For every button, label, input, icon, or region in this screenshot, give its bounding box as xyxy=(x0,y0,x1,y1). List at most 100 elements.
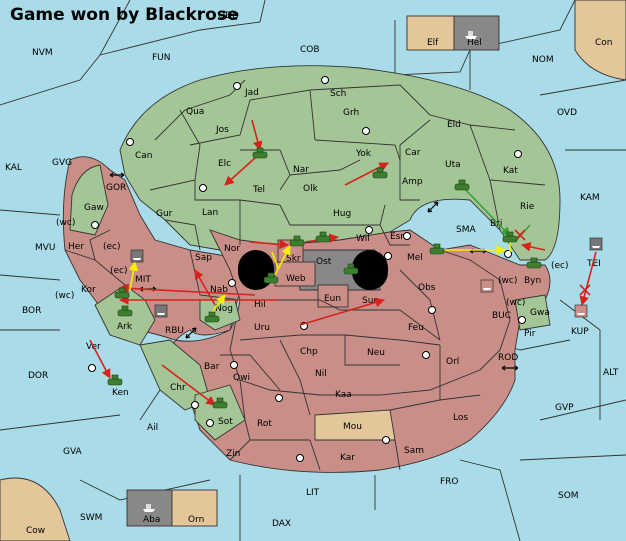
canal-markers xyxy=(109,172,519,371)
label-orl: Orl xyxy=(446,357,459,367)
label-kar: Kar xyxy=(340,453,355,463)
label-elf: Elf xyxy=(427,38,439,48)
supply-center-icon xyxy=(126,138,134,146)
territory-hel[interactable] xyxy=(453,15,500,51)
sea-label-dor: DOR xyxy=(28,371,48,381)
label-gaw: Gaw xyxy=(84,203,104,213)
sea-label-kam: KAM xyxy=(580,193,600,203)
label-jos: Jos xyxy=(215,125,229,135)
supply-center-icon xyxy=(233,82,241,90)
supply-center-icon xyxy=(199,184,207,192)
label-ec-1: (ec) xyxy=(103,242,121,252)
supply-center-icon xyxy=(206,419,214,427)
army-unit-icon[interactable] xyxy=(212,397,228,409)
army-unit-icon[interactable] xyxy=(343,263,359,275)
army-unit-icon[interactable] xyxy=(117,305,133,317)
army-unit-icon[interactable] xyxy=(289,235,305,247)
supply-center-icon xyxy=(428,306,436,314)
fleet-unit-icon[interactable] xyxy=(130,249,144,263)
army-unit-icon[interactable] xyxy=(252,147,269,159)
label-ec-2: (ec) xyxy=(110,266,128,276)
move-order xyxy=(89,339,111,379)
land-label-group: Elf Hel Con Cow Aba Orn Jad Sch Qua Jos … xyxy=(26,38,613,536)
sea-label-ovd: OVD xyxy=(557,108,577,118)
label-elc: Elc xyxy=(218,159,231,169)
label-grh: Grh xyxy=(343,108,359,118)
label-kat: Kat xyxy=(503,166,518,176)
fleet-unit-icon[interactable] xyxy=(589,237,603,251)
supply-center-icon xyxy=(422,351,430,359)
sea-label-som: SOM xyxy=(558,491,579,501)
move-order xyxy=(344,162,389,186)
army-unit-icon[interactable] xyxy=(502,231,518,243)
fleet-unit-icon[interactable] xyxy=(143,504,155,512)
move-order xyxy=(224,157,256,186)
support-order xyxy=(128,261,139,291)
move-order xyxy=(521,242,546,252)
label-lan: Lan xyxy=(202,208,218,218)
sea-label-gor: GOR xyxy=(106,183,126,193)
support-order xyxy=(271,251,279,269)
label-nar: Nar xyxy=(293,165,309,175)
army-unit-icon[interactable] xyxy=(107,374,123,386)
territory-aba[interactable] xyxy=(126,489,173,527)
support-order xyxy=(209,294,226,316)
supply-center-icon xyxy=(228,279,236,287)
move-order xyxy=(251,119,263,151)
label-feu: Feu xyxy=(408,323,424,333)
label-qwi: Qwi xyxy=(233,373,250,383)
game-title: Game won by Blackrose xyxy=(10,5,239,25)
move-order xyxy=(579,251,597,306)
sea-label-gva: GVA xyxy=(63,447,83,457)
label-hil: Hil xyxy=(254,300,266,310)
label-ken: Ken xyxy=(112,388,129,398)
territory-elf[interactable] xyxy=(406,15,455,51)
label-sun: Sun xyxy=(362,296,379,306)
label-hel: Hel xyxy=(467,38,482,48)
label-nor: Nor xyxy=(224,244,240,254)
label-chp: Chp xyxy=(300,347,318,357)
convoy-order xyxy=(461,185,511,237)
territory-orn[interactable] xyxy=(171,489,218,527)
label-can: Can xyxy=(135,151,153,161)
army-unit-icon[interactable] xyxy=(114,287,130,299)
label-ail: Ail xyxy=(147,423,158,433)
army-unit-icon[interactable] xyxy=(204,311,220,323)
supply-center-icon xyxy=(275,394,283,402)
label-mou: Mou xyxy=(343,422,362,432)
army-unit-icon[interactable] xyxy=(429,243,445,255)
label-hug: Hug xyxy=(333,209,351,219)
supply-center-icon xyxy=(362,127,370,135)
label-gur: Gur xyxy=(156,209,173,219)
label-wc-2: (wc) xyxy=(498,276,517,286)
sea-label-fro: FRO xyxy=(440,477,459,487)
label-mel: Mel xyxy=(407,253,423,263)
army-unit-icon[interactable] xyxy=(315,231,331,243)
failed-order-icon xyxy=(579,284,591,296)
canal-arrow-icon xyxy=(185,327,197,339)
fleet-unit-icon[interactable] xyxy=(574,304,588,318)
label-con: Con xyxy=(595,38,613,48)
fleet-unit-icon[interactable] xyxy=(480,279,494,293)
sea-label-odd: ODD xyxy=(218,11,239,21)
supply-center-icon xyxy=(91,221,99,229)
label-kaa: Kaa xyxy=(335,390,352,400)
army-unit-icon[interactable] xyxy=(454,179,470,191)
supply-center-icon xyxy=(191,401,199,409)
fleet-unit-icon[interactable] xyxy=(465,31,477,39)
territory-cow[interactable] xyxy=(0,477,71,541)
territory-gaw[interactable] xyxy=(69,164,109,236)
army-unit-icon[interactable] xyxy=(526,257,542,269)
label-wc-3: (wc) xyxy=(55,291,74,301)
fleet-unit-icon[interactable] xyxy=(154,304,168,318)
label-ost: Ost xyxy=(316,257,332,267)
label-kup: KUP xyxy=(571,327,589,337)
army-unit-icon[interactable] xyxy=(372,167,388,179)
supply-center-icon xyxy=(384,252,392,260)
army-unit-icon[interactable] xyxy=(263,272,279,284)
label-yok: Yok xyxy=(355,149,372,159)
supply-center-icon xyxy=(296,454,304,462)
label-eld: Eld xyxy=(447,120,461,130)
sea-label-buc: BUC xyxy=(492,311,511,321)
